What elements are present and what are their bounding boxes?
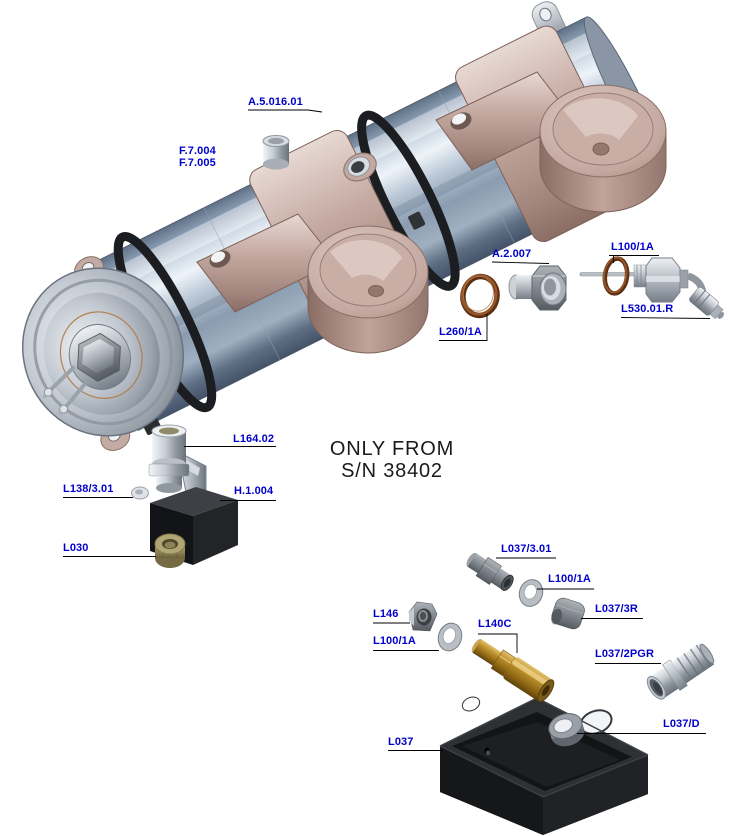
part-label-l100-1a-c[interactable]: L100/1A (373, 635, 416, 647)
part-label-a2-007[interactable]: A.2.007 (492, 248, 532, 260)
leader-l140c (478, 633, 518, 653)
part-label-f7-005[interactable]: F.7.005 (179, 157, 216, 169)
serial-note-line1: ONLY FROM (329, 438, 455, 460)
nut-l030 (154, 533, 186, 568)
leader-l100-1a-a (609, 255, 659, 263)
leader-lines (63, 109, 711, 751)
washer-l100-b (518, 579, 544, 607)
ring-l037-d (548, 713, 585, 747)
boiler-port-boss (343, 152, 377, 182)
part-label-l037-3-01[interactable]: L037/3.01 (501, 543, 552, 555)
washer-l138 (131, 486, 149, 500)
group-cup-rear (539, 84, 667, 213)
o-ring-l260 (460, 273, 500, 319)
part-label-l138-3-01[interactable]: L138/3.01 (63, 483, 114, 495)
valve-l164 (148, 424, 207, 511)
part-label-l037-3r[interactable]: L037/3R (595, 603, 638, 615)
group-cup-front (307, 225, 429, 354)
part-label-a5-016-01[interactable]: A.5.016.01 (248, 96, 303, 108)
part-label-l530-01-r[interactable]: L530.01.R (621, 303, 674, 315)
box-l037 (439, 696, 649, 835)
part-label-l140c[interactable]: L140C (478, 618, 512, 630)
heater-terminals (42, 365, 87, 416)
part-label-f7-004[interactable]: F.7.004 (179, 145, 216, 157)
fitting-l037-3-01 (466, 552, 514, 591)
nut-l146 (408, 601, 438, 632)
part-label-l100-1a-a[interactable]: L100/1A (611, 241, 654, 253)
cap-l037-3r (551, 597, 585, 630)
boiler-end-cap (21, 256, 185, 451)
leader-l530-01-r (620, 317, 711, 319)
part-label-l164-02[interactable]: L164.02 (233, 433, 275, 445)
box-rim-notch (461, 696, 481, 712)
serial-note-line2: S/N 38402 (341, 460, 443, 482)
hex-plug-a2007 (508, 265, 567, 311)
boiler-stub-fitting (262, 135, 290, 170)
part-label-h1-004[interactable]: H.1.004 (234, 485, 274, 497)
part-label-l260-1a[interactable]: L260/1A (439, 326, 482, 338)
part-label-l037-2pgr[interactable]: L037/2PGR (595, 648, 654, 660)
serial-note: ONLY FROM S/N 38402 (292, 438, 492, 482)
part-label-l030[interactable]: L030 (63, 542, 89, 554)
washer-l100-c (437, 622, 463, 652)
part-label-l037[interactable]: L037 (388, 736, 414, 748)
band-clamp-right (357, 110, 460, 291)
part-label-l146[interactable]: L146 (373, 608, 399, 620)
part-label-l037-d[interactable]: L037/D (663, 718, 700, 730)
part-label-l100-1a-b[interactable]: L100/1A (548, 573, 591, 585)
hose-fitting-l037-2pgr (646, 642, 715, 700)
o-ring-l100-a (602, 256, 630, 296)
temp-sensor-l530 (579, 256, 725, 320)
fitting-l140c (471, 639, 555, 702)
leader-l260-1a (439, 314, 488, 341)
leader-a2-007 (491, 261, 550, 264)
leader-a5-016-01 (248, 109, 323, 113)
